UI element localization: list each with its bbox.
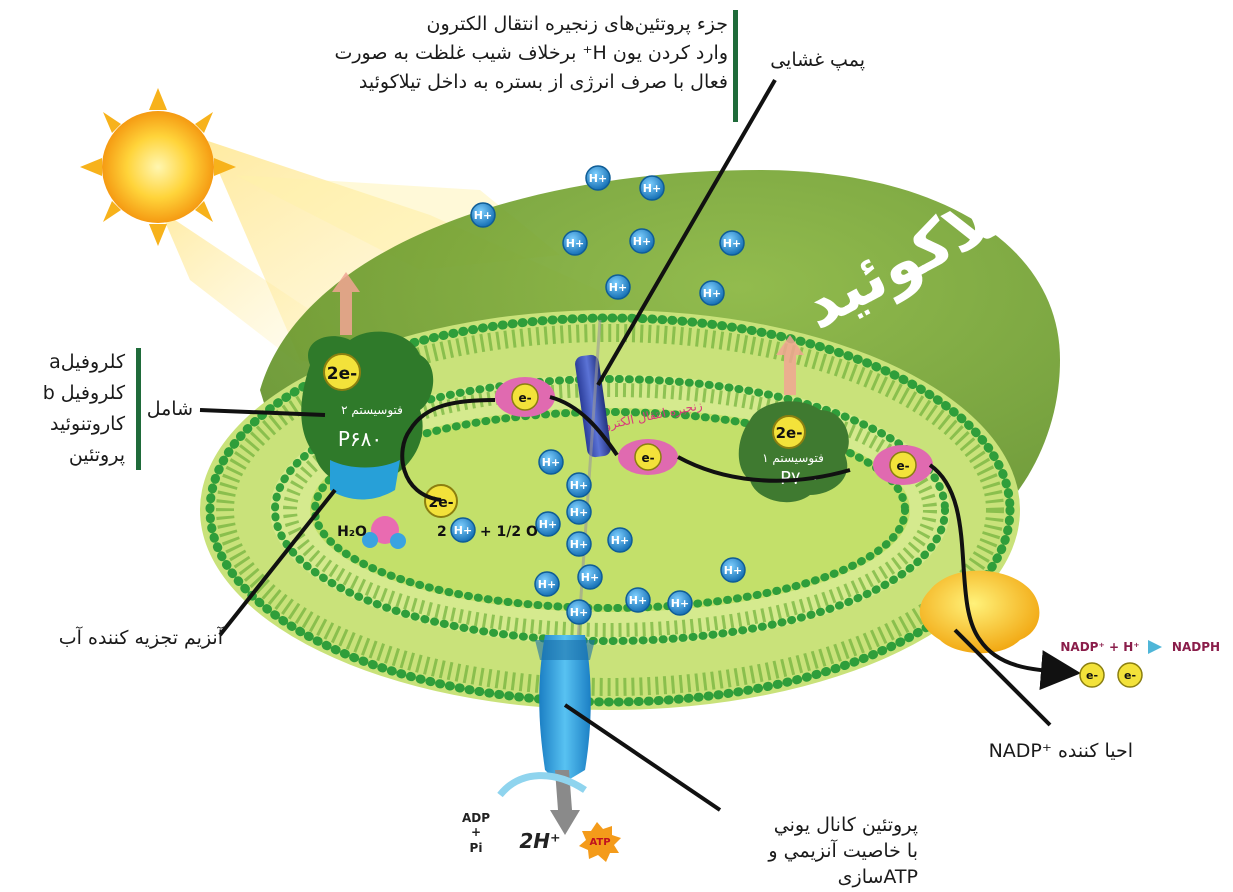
pump-description-line-3: فعال با صرف انرژی از بستره به داخل تیلاک… bbox=[334, 68, 728, 97]
nadp-electron-2-text: e- bbox=[1124, 669, 1136, 682]
atp-burst-icon: ATP bbox=[579, 822, 621, 862]
proton-ion-label: H+ bbox=[581, 571, 599, 584]
proton-ion-label: H+ bbox=[570, 506, 588, 519]
carrier-plastoquinone: e- bbox=[495, 377, 555, 417]
ps2-electron-badge: 2e- bbox=[324, 354, 360, 390]
proton-ion-label: H+ bbox=[570, 479, 588, 492]
pump-description-line-1: جزء پروتئین‌های زنجیره انتقال الکترون bbox=[334, 10, 728, 39]
adp-plus: + bbox=[471, 825, 481, 839]
ps2-label: فتوسیستم ۲ bbox=[341, 403, 403, 418]
nadp-reductase-label: احیا کننده ⁺NADP bbox=[989, 737, 1133, 766]
electron-text-2: e- bbox=[641, 451, 654, 465]
ps2-lower-electron-badge: 2e- bbox=[425, 485, 457, 517]
ps1-electrons-text: 2e- bbox=[776, 424, 803, 442]
protons-2h-label: 2H⁺ bbox=[519, 829, 560, 853]
pigments-list: کلروفیلa کلروفیل b کاروتنوئید پروتئین bbox=[43, 347, 125, 471]
pigments-title: شامل bbox=[147, 395, 193, 424]
nadp-electron-2: e- bbox=[1118, 663, 1142, 687]
proton-ion-label: H+ bbox=[724, 564, 742, 577]
ps1-electron-badge: 2e- bbox=[773, 416, 805, 448]
proton-ion-label: H+ bbox=[570, 538, 588, 551]
pump-description: جزء پروتئین‌های زنجیره انتقال الکترون وا… bbox=[334, 10, 728, 97]
nadp-reaction-lhs: NADP⁺ + H⁺ bbox=[1060, 640, 1139, 654]
carrier-ferredoxin: e- bbox=[873, 445, 933, 485]
electron-text-3: e- bbox=[896, 459, 909, 473]
adp-label: ADP bbox=[462, 811, 490, 825]
atp-synthase-line-2: با خاصيت آنزيمي و bbox=[768, 838, 918, 864]
pump-description-line-2: وارد کردن یون H⁺ برخلاف شیب غلظت به صورت bbox=[334, 39, 728, 68]
pigment-chlorophyll-a: کلروفیلa bbox=[43, 347, 125, 378]
pump-label-bar bbox=[733, 10, 738, 122]
proton-ion-label: H+ bbox=[633, 235, 651, 248]
proton-ion-label: H+ bbox=[703, 287, 721, 300]
water-enzyme-label: آنزیم تجزیه کننده آب bbox=[59, 624, 223, 653]
atp-synthase-label: پروتئین کانال یوني با خاصيت آنزيمي و ATP… bbox=[768, 812, 918, 890]
pigments-label-bar bbox=[136, 348, 141, 470]
pi-label: Pi bbox=[470, 841, 483, 855]
proton-ion-label: H+ bbox=[454, 524, 472, 537]
proton-ion-label: H+ bbox=[643, 182, 661, 195]
nadp-electron-1: e- bbox=[1080, 663, 1104, 687]
proton-ion-label: H+ bbox=[723, 237, 741, 250]
pump-title: پمپ غشایی bbox=[770, 46, 865, 75]
proton-ion-label: H+ bbox=[570, 606, 588, 619]
nadp-reaction-rhs: NADPH bbox=[1172, 640, 1220, 654]
pigment-protein: پروتئین bbox=[43, 440, 125, 471]
electron-text-1: e- bbox=[518, 391, 531, 405]
proton-ion-label: H+ bbox=[671, 597, 689, 610]
pigment-carotenoid: کاروتنوئید bbox=[43, 409, 125, 440]
atp-synthase-line-3: ATPسازی bbox=[768, 864, 918, 890]
proton-ion-label: H+ bbox=[542, 456, 560, 469]
proton-ion-label: H+ bbox=[629, 594, 647, 607]
nadp-reaction-arrow-icon bbox=[1148, 640, 1162, 654]
atp-label: ATP bbox=[589, 837, 610, 848]
proton-ion-label: H+ bbox=[539, 518, 557, 531]
ps2-electrons-text: 2e- bbox=[327, 364, 357, 384]
atp-synthase-line-1: پروتئین کانال یوني bbox=[768, 812, 918, 838]
carrier-plastocyanin: e- bbox=[618, 439, 678, 475]
proton-ion-label: H+ bbox=[474, 209, 492, 222]
proton-ion-label: H+ bbox=[538, 578, 556, 591]
proton-ion-label: H+ bbox=[589, 172, 607, 185]
ps2-code: P۶۸۰ bbox=[338, 427, 382, 451]
proton-ion-label: H+ bbox=[566, 237, 584, 250]
pigment-chlorophyll-b: کلروفیل b bbox=[43, 378, 125, 409]
sun-icon bbox=[80, 88, 236, 246]
water-reactant: H₂O bbox=[337, 524, 367, 540]
ps1-label: فتوسیستم ۱ bbox=[762, 451, 824, 466]
proton-ion-label: H+ bbox=[609, 281, 627, 294]
nadp-electron-1-text: e- bbox=[1086, 669, 1098, 682]
proton-ion-label: H+ bbox=[611, 534, 629, 547]
